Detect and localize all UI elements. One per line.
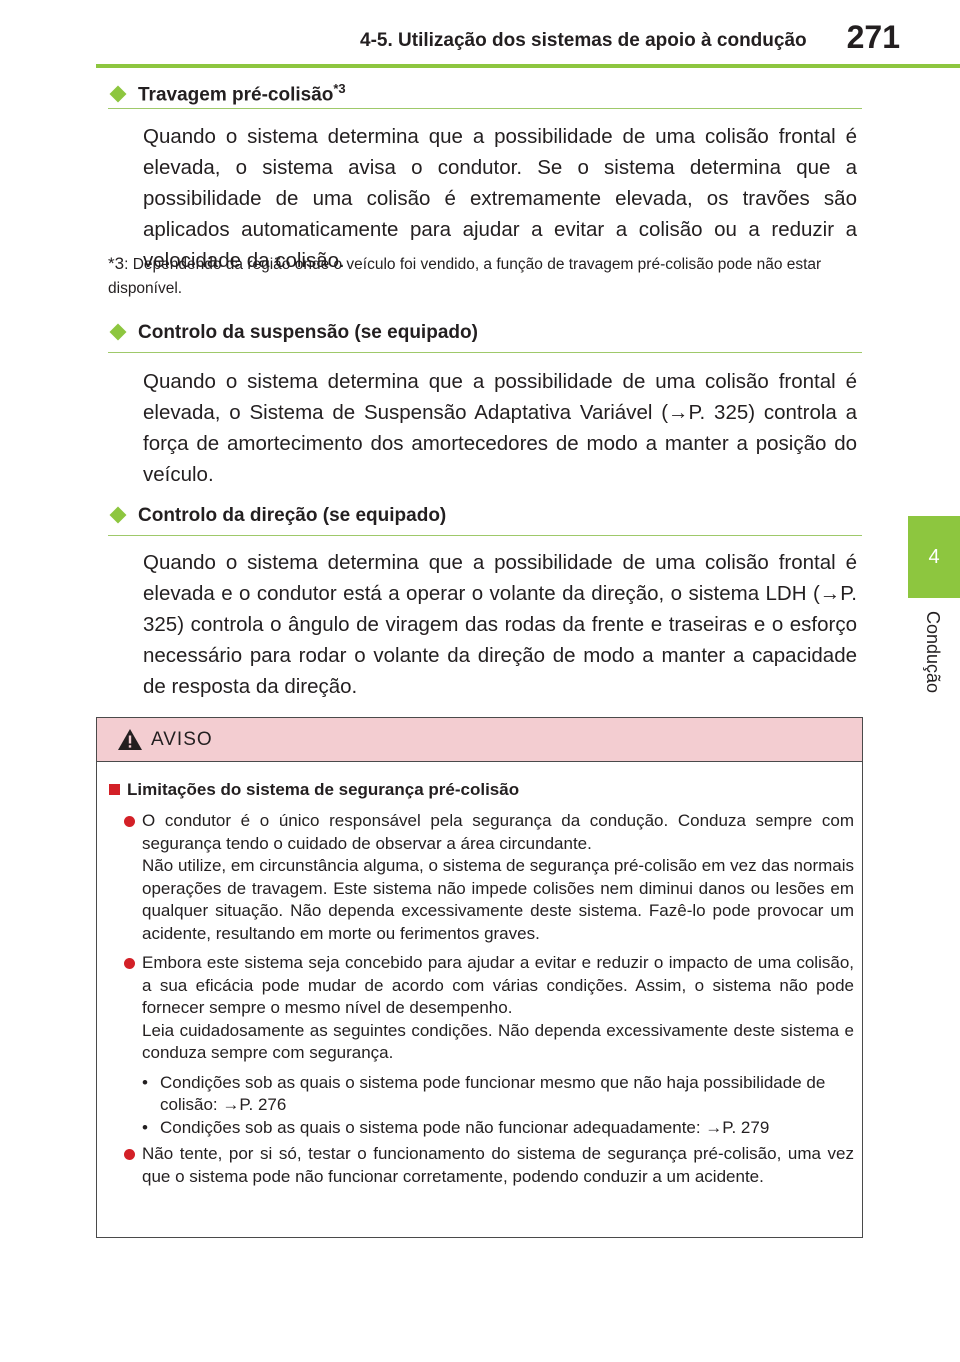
warning-subitem-text: Condições sob as quais o sistema pode fu… xyxy=(160,1072,826,1115)
warning-subheading-text: Limitações do sistema de segurança pré-c… xyxy=(127,780,520,799)
header-title: 4-5. Utilização dos sistemas de apoio à … xyxy=(360,30,807,51)
heading-footnote-mark: *3 xyxy=(333,81,346,96)
warning-bullet: Não tente, por si só, testar o funcionam… xyxy=(109,1143,854,1188)
warning-subitem: • Condições sob as quais o sistema pode f… xyxy=(109,1072,854,1117)
paragraph-pre-collision-braking: Quando o sistema determina que a possibi… xyxy=(143,125,857,272)
warning-header: AVISO xyxy=(97,718,862,762)
warning-triangle-icon xyxy=(118,729,142,750)
diamond-icon xyxy=(109,323,127,341)
warning-bullet-text: Leia cuidadosamente as seguintes condiçõ… xyxy=(142,1020,854,1063)
round-bullet-icon xyxy=(124,958,135,969)
warning-bullet-text: Não tente, por si só, testar o funcionam… xyxy=(142,1144,854,1186)
paragraph-suspension-control: Quando o sistema determina que a possibi… xyxy=(143,370,857,486)
warning-bullet-text: Não utilize, em circunstância alguma, o … xyxy=(142,856,854,943)
diamond-icon xyxy=(109,506,127,524)
header-rule xyxy=(96,64,960,68)
section-heading-text: Travagem pré-colisão xyxy=(138,84,334,106)
page-number: 271 xyxy=(846,19,900,55)
warning-bullet: Embora este sistema seja concebido para … xyxy=(109,952,854,1065)
diamond-icon xyxy=(109,85,127,103)
warning-bullet-text: Embora este sistema seja concebido para … xyxy=(142,953,854,1017)
warning-box: AVISO Limitações do sistema de segurança… xyxy=(96,717,863,1238)
round-bullet-icon xyxy=(124,816,135,827)
warning-subitem-text: Condições sob as quais o sistema pode nã… xyxy=(160,1117,770,1137)
warning-subheading: Limitações do sistema de segurança pré-c… xyxy=(109,778,854,802)
footnote: *3: Dependendo da região onde o veículo … xyxy=(108,252,860,301)
chapter-label: Condução xyxy=(923,610,943,694)
section-heading-text: Controlo da direção (se equipado) xyxy=(138,505,447,526)
paragraph-steering-control: Quando o sistema determina que a possibi… xyxy=(143,551,857,698)
subitem-dot: • xyxy=(142,1117,148,1137)
subitem-dot: • xyxy=(142,1072,148,1092)
square-bullet-icon xyxy=(109,784,120,795)
section-heading-text: Controlo da suspensão (se equipado) xyxy=(138,322,478,343)
warning-title: AVISO xyxy=(151,728,213,750)
chapter-number: 4 xyxy=(928,545,940,568)
warning-bullet-text: O condutor é o único responsável pela se… xyxy=(142,811,854,853)
chapter-tab[interactable]: 4 xyxy=(908,516,960,598)
section-heading-suspension-control: Controlo da suspensão (se equipado) xyxy=(108,318,862,353)
footnote-mark: *3 xyxy=(108,254,125,273)
section-heading-steering-control: Controlo da direção (se equipado) xyxy=(108,501,862,536)
warning-subitem: • Condições sob as quais o sistema pode n… xyxy=(109,1117,854,1140)
warning-body: Limitações do sistema de segurança pré-c… xyxy=(97,762,862,1188)
section-heading-pre-collision-braking: Travagem pré-colisão*3 xyxy=(108,74,862,109)
footnote-text: : Dependendo da região onde o veículo fo… xyxy=(108,256,822,297)
round-bullet-icon xyxy=(124,1149,135,1160)
warning-bullet: O condutor é o único responsável pela se… xyxy=(109,810,854,945)
